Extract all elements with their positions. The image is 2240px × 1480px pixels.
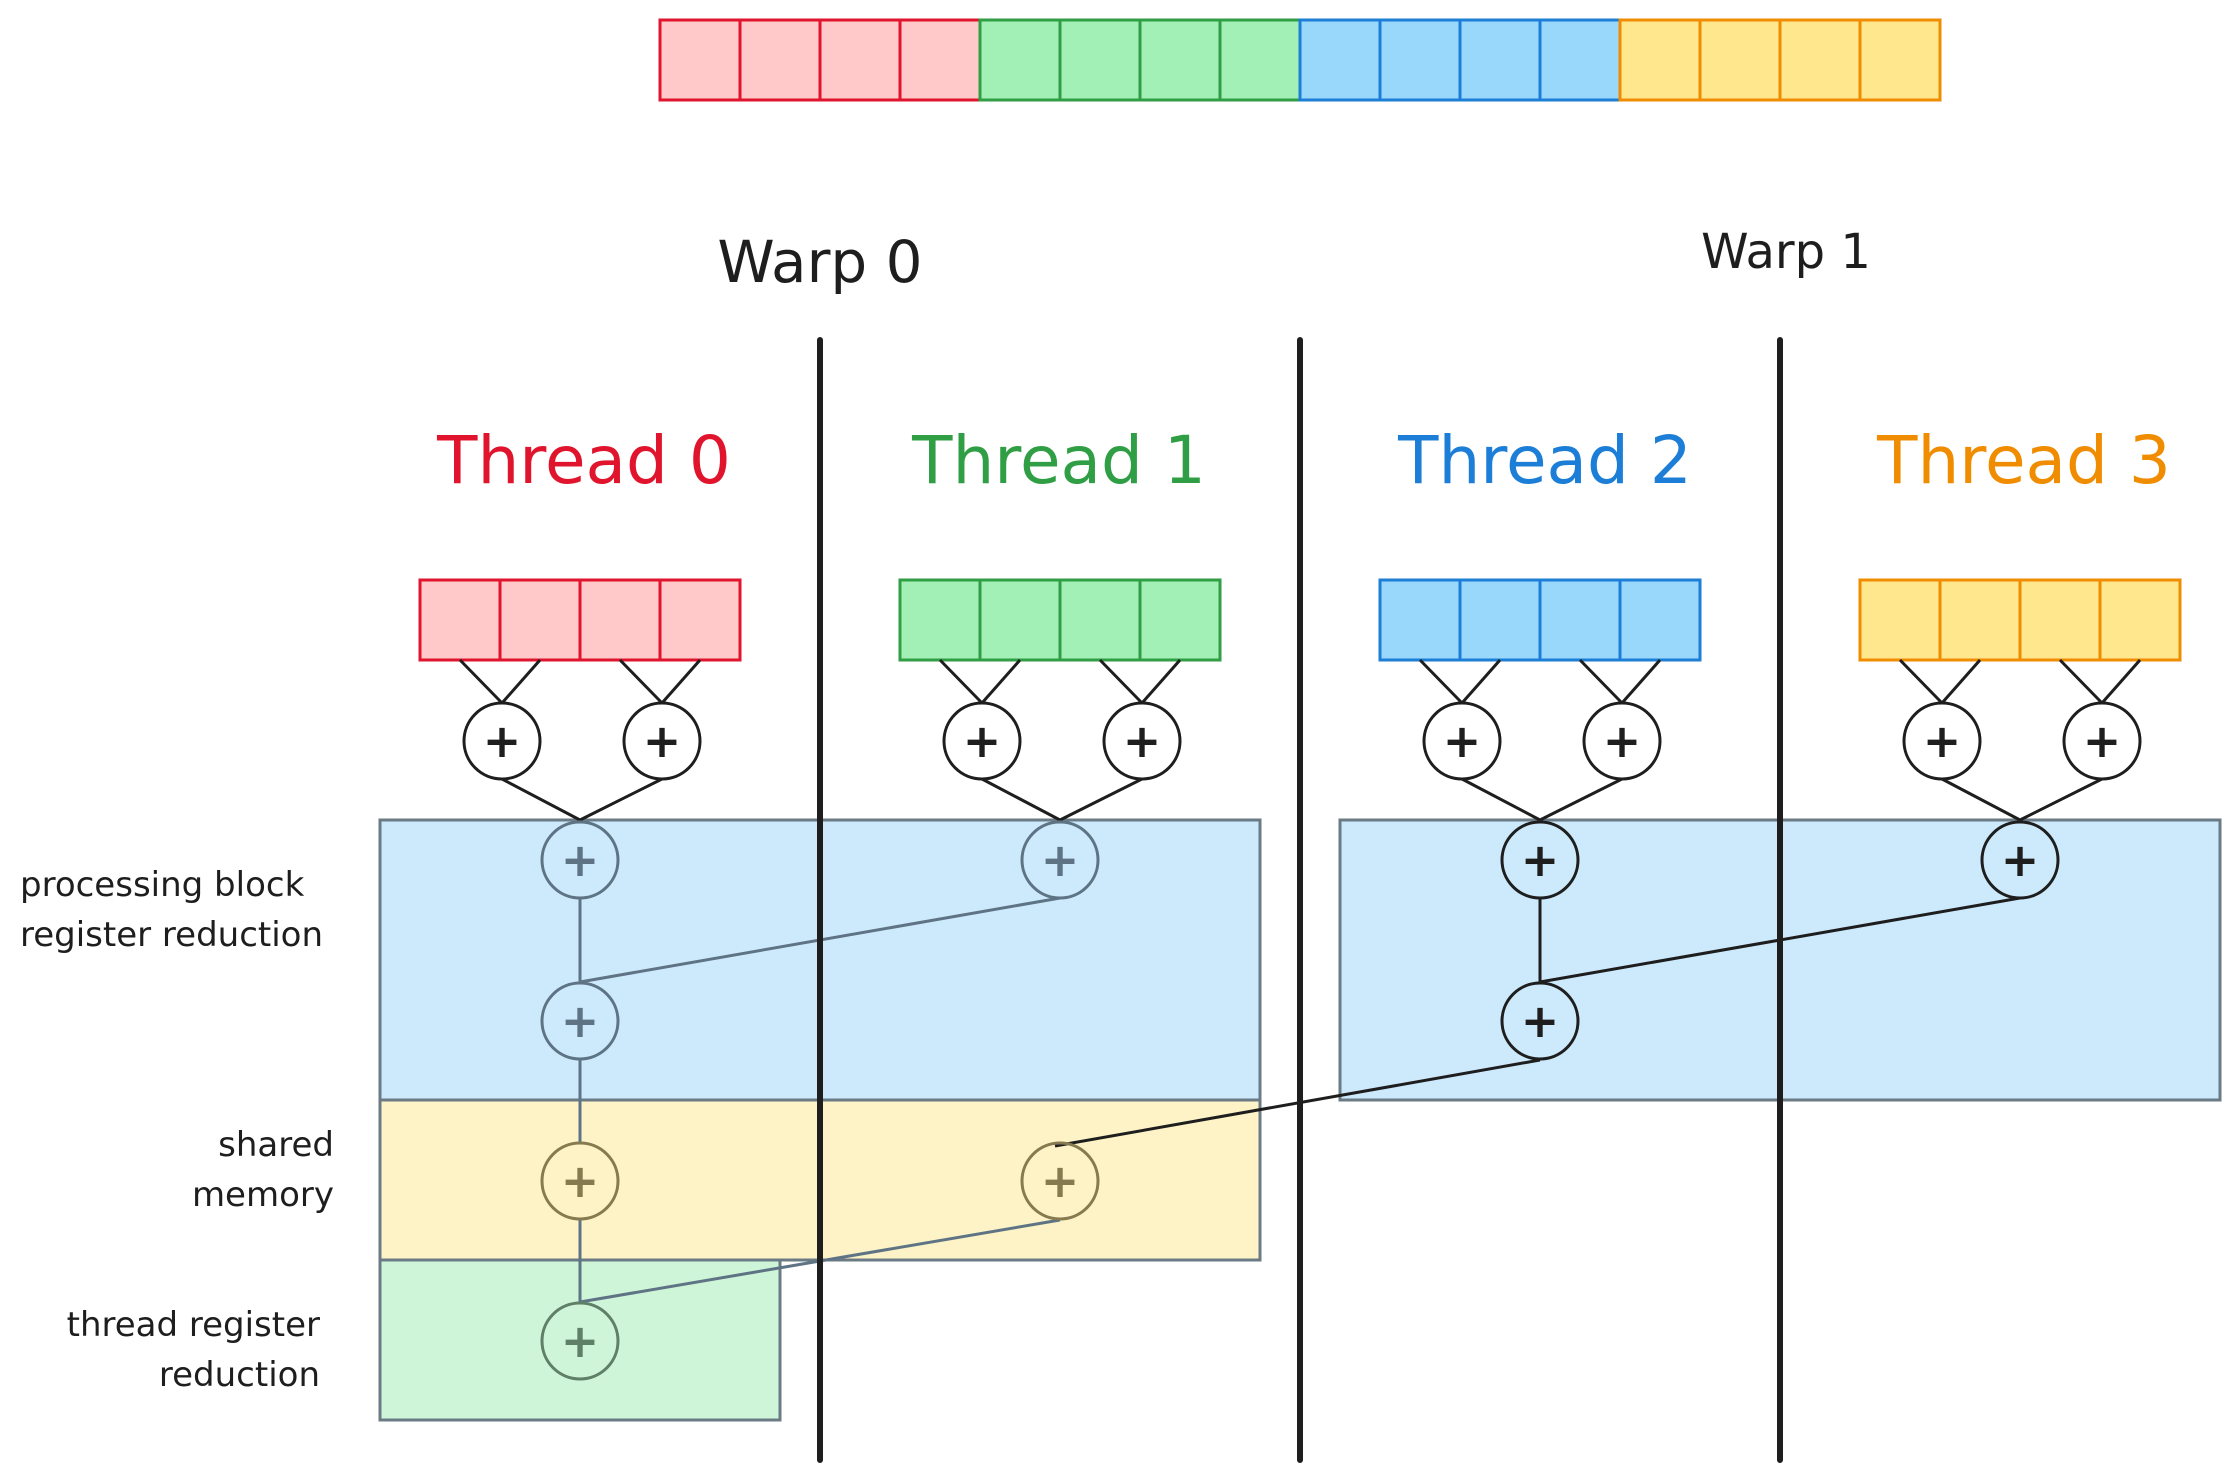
svg-text:+: + (643, 714, 682, 768)
adder-node: + (1902, 701, 1982, 781)
shared-memory-label-line1: shared (218, 1125, 334, 1165)
adder-node: + (2062, 701, 2142, 781)
svg-text:+: + (1123, 714, 1162, 768)
svg-text:+: + (1041, 833, 1080, 887)
adder-node: + (462, 701, 542, 781)
input-array-segment-thread1 (978, 18, 1302, 102)
adder-node: + (1582, 701, 1662, 781)
thread-3-registers (1858, 578, 2182, 662)
svg-text:+: + (561, 833, 600, 887)
svg-text:+: + (561, 1154, 600, 1208)
svg-text:+: + (1521, 833, 1560, 887)
svg-text:+: + (1521, 994, 1560, 1048)
input-array-segment-thread3 (1618, 18, 1942, 102)
adder-node: + (1980, 820, 2060, 900)
thread-3-label: Thread 3 (1876, 422, 2171, 499)
svg-text:+: + (483, 714, 522, 768)
svg-text:+: + (963, 714, 1002, 768)
adder-node: + (1500, 820, 1580, 900)
input-array-segment-thread2 (1298, 18, 1622, 102)
connector-lines (458, 658, 2142, 1148)
warp-dividers (817, 337, 1783, 1463)
processing-block-label-line2: register reduction (20, 915, 323, 955)
thread-1-label: Thread 1 (911, 422, 1206, 499)
svg-text:+: + (561, 994, 600, 1048)
svg-text:+: + (1923, 714, 1962, 768)
svg-text:+: + (561, 1314, 600, 1368)
input-array-segment-thread0 (658, 18, 982, 102)
adder-nodes-faded: + + + + + + (540, 820, 1100, 1381)
adder-node: + (540, 981, 620, 1061)
adder-node: + (540, 1141, 620, 1221)
shared-memory-label-line2: memory (192, 1175, 334, 1215)
thread-register-label-line2: reduction (159, 1355, 320, 1395)
adder-node: + (1020, 1141, 1100, 1221)
processing-block-label-line1: processing block (20, 865, 305, 905)
adder-node: + (540, 820, 620, 900)
adder-node: + (942, 701, 1022, 781)
adder-node: + (1500, 981, 1580, 1061)
svg-text:+: + (1041, 1154, 1080, 1208)
adder-nodes-solid: + + + + + + + + + + + (462, 701, 2142, 1061)
thread-0-registers (418, 578, 742, 662)
thread-2-label: Thread 2 (1397, 422, 1692, 499)
svg-text:+: + (1443, 714, 1482, 768)
adder-node: + (1020, 820, 1100, 900)
adder-node: + (540, 1301, 620, 1381)
warp-1-label: Warp 1 (1701, 224, 1871, 280)
warp-0-label: Warp 0 (717, 228, 922, 296)
input-array (658, 18, 1942, 102)
adder-node: + (1422, 701, 1502, 781)
thread-1-registers (898, 578, 1222, 662)
thread-0-label: Thread 0 (436, 422, 731, 499)
svg-text:+: + (2083, 714, 2122, 768)
svg-text:+: + (1603, 714, 1642, 768)
svg-text:+: + (2001, 833, 2040, 887)
adder-node: + (622, 701, 702, 781)
thread-register-label-line1: thread register (67, 1305, 320, 1345)
thread-2-registers (1378, 578, 1702, 662)
adder-node: + (1102, 701, 1182, 781)
